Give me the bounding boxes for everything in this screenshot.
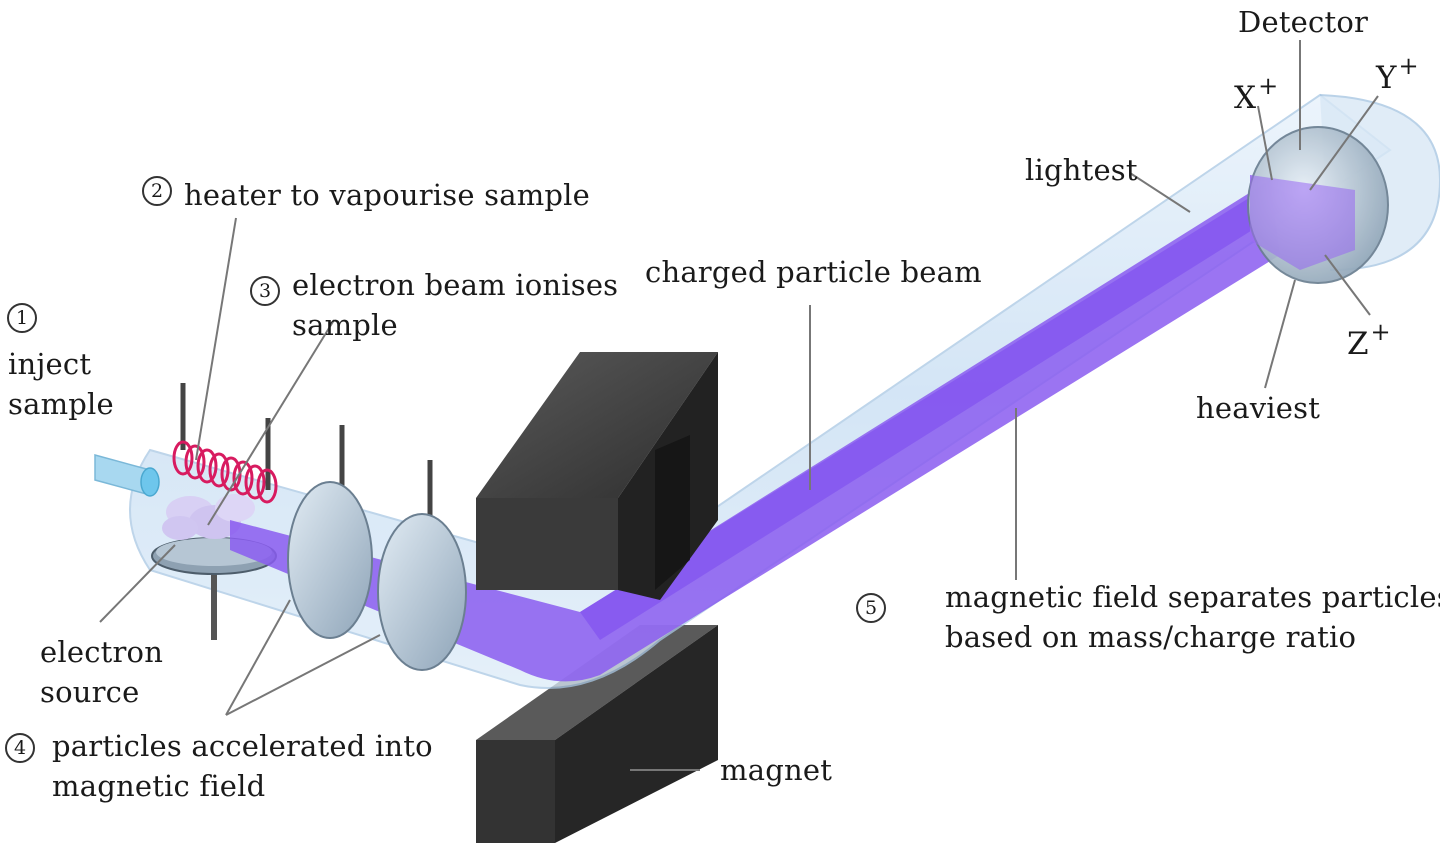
electron-source-label-line1: electron [40,635,164,669]
heater-coil [172,383,278,504]
step-5-marker: 5 [856,593,886,623]
sample-cloud [162,494,255,540]
inject-label-line1: inject [8,347,92,381]
electron-beam-label-line2: sample [292,308,398,342]
step-4-marker: 4 [5,733,35,763]
step-2-marker: 2 [142,176,172,206]
magnet-label: magnet [720,753,833,787]
ion-x-label: X+ [1234,72,1279,116]
electron-source [151,537,277,640]
ion-y-label: Y+ [1376,52,1419,96]
accelerated-label-line1: particles accelerated into [52,729,433,763]
ion-z-label: Z+ [1347,318,1391,362]
detector-label: Detector [1238,5,1369,39]
electron-source-label-line2: source [40,675,140,709]
step-3-marker: 3 [250,276,280,306]
step-1-marker: 1 [7,303,37,333]
charged-beam-label: charged particle beam [645,255,982,289]
magnet-top [476,352,718,600]
electron-beam-label-line1: electron beam ionises [292,268,619,302]
inject-label-line2: sample [8,387,114,421]
magnet-bottom [476,625,718,843]
separates-label-line1: magnetic field separates particles [945,580,1440,614]
lightest-label: lightest [1025,153,1138,187]
separates-label-line2: based on mass/charge ratio [945,620,1357,654]
heaviest-label: heaviest [1196,391,1321,425]
accelerated-label-line2: magnetic field [52,769,266,803]
detector [1247,126,1389,284]
heater-label: heater to vapourise sample [184,178,591,212]
leader-lines [99,40,1379,771]
accelerator-plates [287,425,467,671]
inject-nozzle [94,454,160,497]
